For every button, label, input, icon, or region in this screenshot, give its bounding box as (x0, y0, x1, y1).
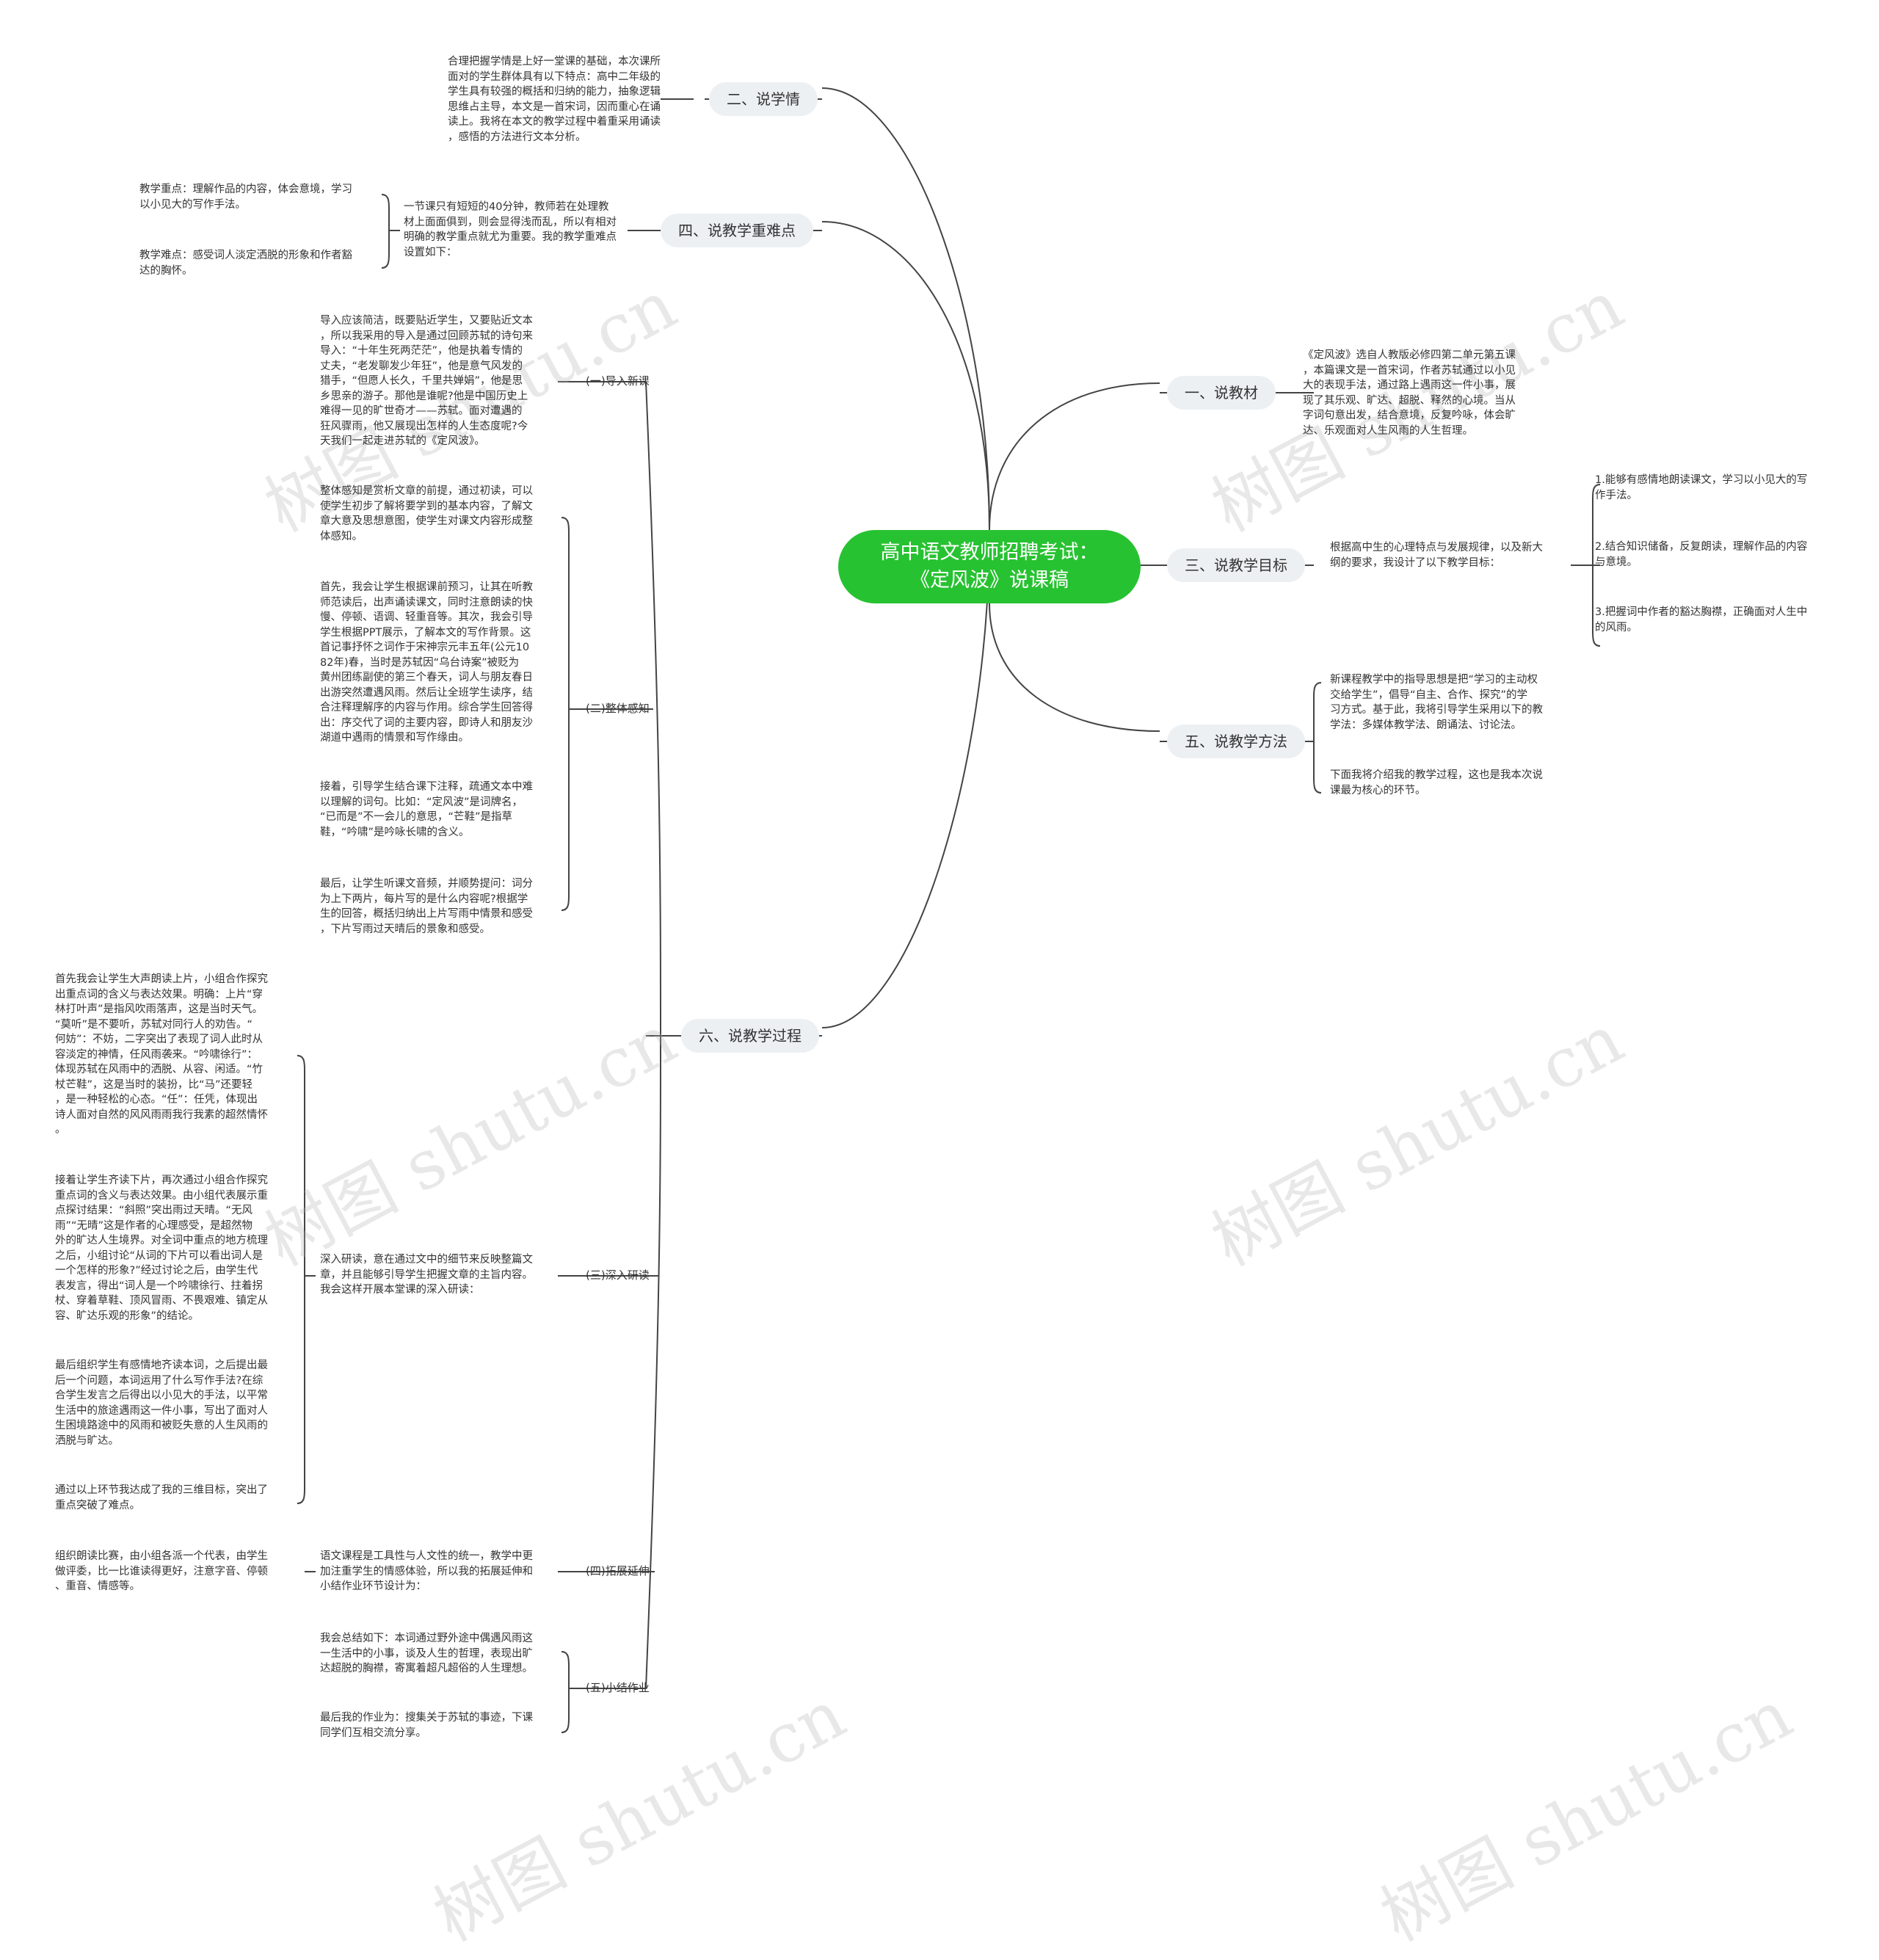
subtopic-summary-homework[interactable]: (五)小结作业 (586, 1681, 650, 1694)
text-in-depth-a: 首先我会让学生大声朗读上片，小组合作探究 出重点词的含义与表达效果。明确：上片“… (55, 973, 268, 1136)
subtopic-introduction[interactable]: (一)导入新课 (586, 374, 650, 388)
subtopic-overall-perception[interactable]: (二)整体感知 (586, 702, 650, 715)
text-student-analysis: 合理把握学情是上好一堂课的基础，本次课所 面对的学生群体具有以下特点：高中二年级… (448, 56, 661, 143)
text-teaching-goals: 根据高中生的心理特点与发展规律，以及新大 纲的要求，我设计了以下教学目标： (1330, 542, 1543, 569)
topic-textbook[interactable]: 一、说教材 (1167, 376, 1276, 410)
text-goal-1: 1.能够有感情地朗读课文，学习以小见大的写 作手法。 (1595, 474, 1808, 501)
topic-student-analysis[interactable]: 二、说学情 (709, 82, 818, 116)
text-key-difficult-intro: 一节课只有短短的40分钟，教师若在处理教 材上面面俱到，则会显得浅而乱，所以有相… (404, 201, 617, 258)
topic-teaching-goals[interactable]: 三、说教学目标 (1167, 548, 1305, 582)
text-perception-c: 接着，引导学生结合课下注释，疏通文本中难 以理解的词句。比如：“定风波”是词牌名… (320, 781, 533, 838)
text-methods-a: 新课程教学中的指导思想是把“学习的主动权 交给学生”，倡导“自主、合作、探究”的… (1330, 674, 1543, 731)
root-node[interactable]: 高中语文教师招聘考试： 《定风波》说课稿 (838, 530, 1141, 603)
text-extension-intro: 语文课程是工具性与人文性的统一，教学中更 加注重学生的情感体验，所以我的拓展延伸… (320, 1550, 533, 1592)
text-in-depth-d: 通过以上环节我达成了我的三维目标，突出了 重点突破了难点。 (55, 1484, 268, 1511)
text-methods-b: 下面我将介绍我的教学过程，这也是我本次说 课最为核心的环节。 (1330, 769, 1543, 796)
text-introduction: 导入应该简洁，既要贴近学生，又要贴近文本 ，所以我采用的导入是通过回顾苏轼的诗句… (320, 315, 533, 447)
text-perception-d: 最后，让学生听课文音频，并顺势提问：词分 为上下两片，每片写的是什么内容呢?根据… (320, 878, 533, 935)
text-difficult-point: 教学难点：感受词人淡定洒脱的形象和作者豁 达的胸怀。 (139, 250, 352, 277)
text-summary-b: 最后我的作业为：搜集关于苏轼的事迹，下课 同学们互相交流分享。 (320, 1712, 533, 1739)
subtopic-extension[interactable]: (四)拓展延伸 (586, 1564, 650, 1578)
text-extension-a: 组织朗读比赛，由小组各派一个代表，由学生 做评委，比一比谁读得更好，注意字音、停… (55, 1550, 268, 1592)
text-in-depth-b: 接着让学生齐读下片，再次通过小组合作探究 重点词的含义与表达效果。由小组代表展示… (55, 1175, 268, 1322)
text-perception-b: 首先，我会让学生根据课前预习，让其在听教 师范读后，出声诵读课文，同时注意朗读的… (320, 581, 533, 744)
text-goal-3: 3.把握词中作者的豁达胸襟，正确面对人生中 的风雨。 (1595, 606, 1808, 634)
text-key-point: 教学重点：理解作品的内容，体会意境，学习 以小见大的写作手法。 (139, 184, 352, 211)
topic-teaching-process[interactable]: 六、说教学过程 (681, 1019, 819, 1053)
topic-teaching-methods[interactable]: 五、说教学方法 (1167, 725, 1305, 758)
text-goal-2: 2.结合知识储备，反复朗读，理解作品的内容 与意境。 (1595, 541, 1808, 568)
text-summary-a: 我会总结如下：本词通过野外途中偶遇风雨这 一生活中的小事，谈及人生的哲理，表现出… (320, 1633, 533, 1674)
text-perception-a: 整体感知是赏析文章的前提，通过初读，可以 使学生初步了解将要学到的基本内容，了解… (320, 485, 533, 542)
subtopic-in-depth-reading[interactable]: (三)深入研读 (586, 1268, 650, 1282)
text-in-depth-intro: 深入研读，意在通过文中的细节来反映整篇文 章，并且能够引导学生把握文章的主旨内容… (320, 1254, 533, 1296)
topic-key-difficult-points[interactable]: 四、说教学重难点 (661, 214, 813, 247)
text-textbook: 《定风波》选自人教版必修四第二单元第五课 ，本篇课文是一首宋词，作者苏轼通过以小… (1303, 349, 1516, 437)
text-in-depth-c: 最后组织学生有感情地齐读本词，之后提出最 后一个问题，本词运用了什么写作手法?在… (55, 1360, 268, 1447)
